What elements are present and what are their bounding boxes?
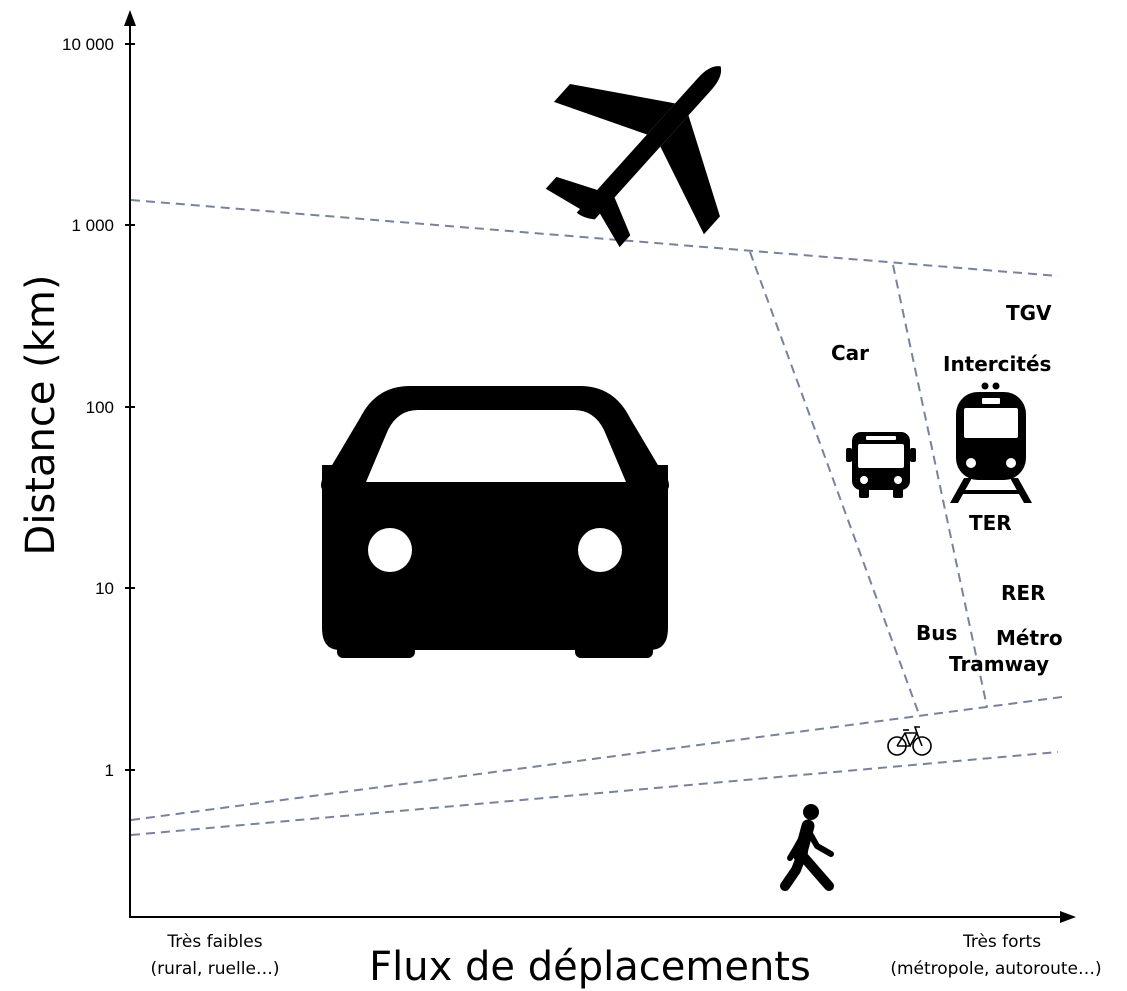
x-axis-arrow	[1060, 911, 1076, 923]
y-tick-label-1000: 1 000	[71, 216, 114, 235]
axes	[124, 10, 1076, 923]
x-axis-title: Flux de déplacements	[369, 944, 811, 990]
x-axis-right-label-line2: (métropole, autoroute…)	[890, 959, 1101, 979]
label-metro: Métro	[996, 626, 1063, 650]
car-icon	[321, 386, 669, 658]
x-axis-left-label-line2: (rural, ruelle…)	[150, 959, 279, 979]
label-rer: RER	[1001, 581, 1045, 605]
y-tick-label-100: 100	[86, 398, 114, 417]
bicycle-icon	[887, 726, 932, 756]
label-ter: TER	[969, 511, 1012, 535]
x-axis-right-label-line1: Très forts	[962, 932, 1041, 952]
y-axis-arrow	[124, 10, 136, 26]
label-tramway: Tramway	[949, 652, 1049, 676]
train-icon	[950, 382, 1032, 503]
y-tick-label-10000: 10 000	[62, 35, 114, 54]
label-car-coach: Car	[831, 341, 869, 365]
bike-upper-boundary-line	[130, 696, 1063, 821]
domain-boundaries	[130, 199, 1063, 836]
y-tick-label-1: 1	[105, 761, 114, 780]
pedestrian-icon	[780, 804, 834, 891]
coach-left-boundary-line	[749, 251, 921, 718]
label-intercites: Intercités	[943, 352, 1051, 376]
label-bus: Bus	[916, 621, 957, 645]
bus-icon	[846, 432, 916, 498]
airplane-icon	[545, 66, 722, 248]
label-tgv: TGV	[1006, 301, 1052, 325]
y-axis-title: Distance (km)	[18, 275, 64, 556]
walk-upper-boundary-line	[130, 751, 1059, 836]
plane-boundary-line	[130, 199, 1059, 277]
train-left-boundary-line	[892, 264, 988, 708]
x-axis-left-label-line1: Très faibles	[166, 932, 262, 952]
y-tick-label-10: 10	[95, 579, 114, 598]
